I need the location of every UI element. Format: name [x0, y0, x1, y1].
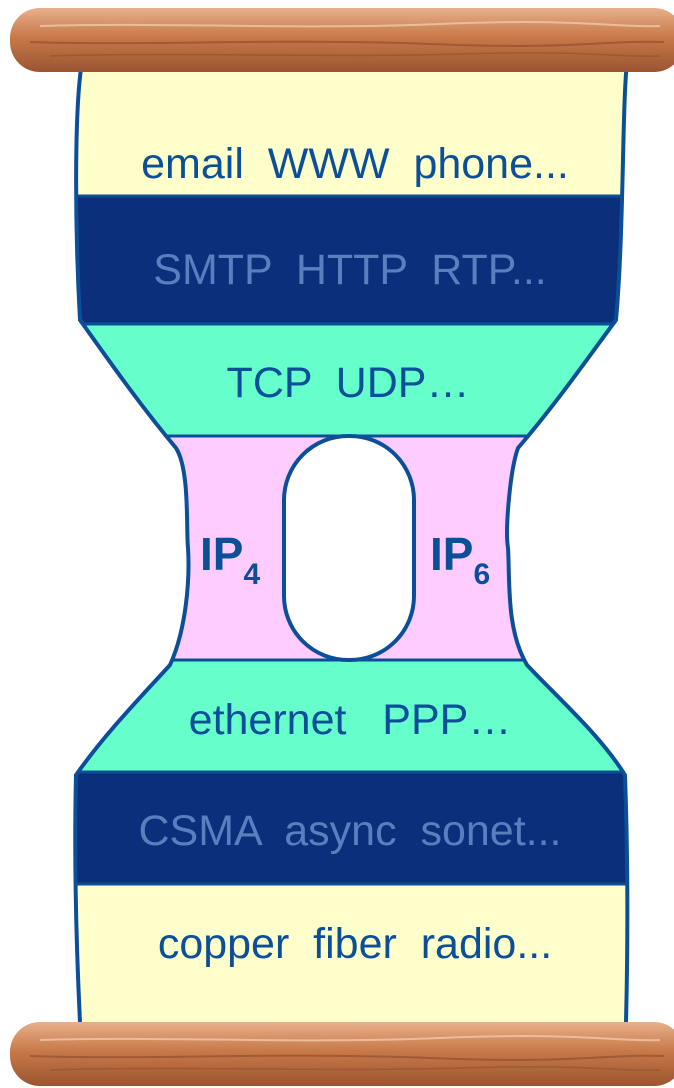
ip4-base: IP	[200, 528, 243, 580]
app-protocols-label: SMTP HTTP RTP...	[153, 246, 546, 294]
transport-band	[75, 324, 628, 436]
top-spindle	[10, 8, 674, 72]
ip4-subscript: 4	[243, 558, 260, 591]
ip4-label: IP4	[200, 528, 260, 591]
ip6-base: IP	[430, 528, 473, 580]
hourglass-outline	[73, 61, 630, 1023]
link-label: ethernet PPP…	[189, 696, 512, 744]
link-band	[75, 660, 628, 772]
app-protocols-band	[75, 196, 628, 324]
ip6-label: IP6	[430, 528, 490, 591]
physical-band	[75, 884, 628, 1022]
mac-band	[75, 772, 628, 884]
applications-label: email WWW phone...	[141, 140, 569, 188]
applications-band	[75, 62, 628, 196]
center-hole	[282, 434, 416, 662]
ip6-subscript: 6	[473, 558, 490, 591]
bottom-spindle	[10, 1022, 674, 1086]
physical-label: copper fiber radio...	[158, 920, 552, 968]
transport-label: TCP UDP…	[227, 359, 470, 407]
mac-label: CSMA async sonet...	[138, 807, 561, 855]
